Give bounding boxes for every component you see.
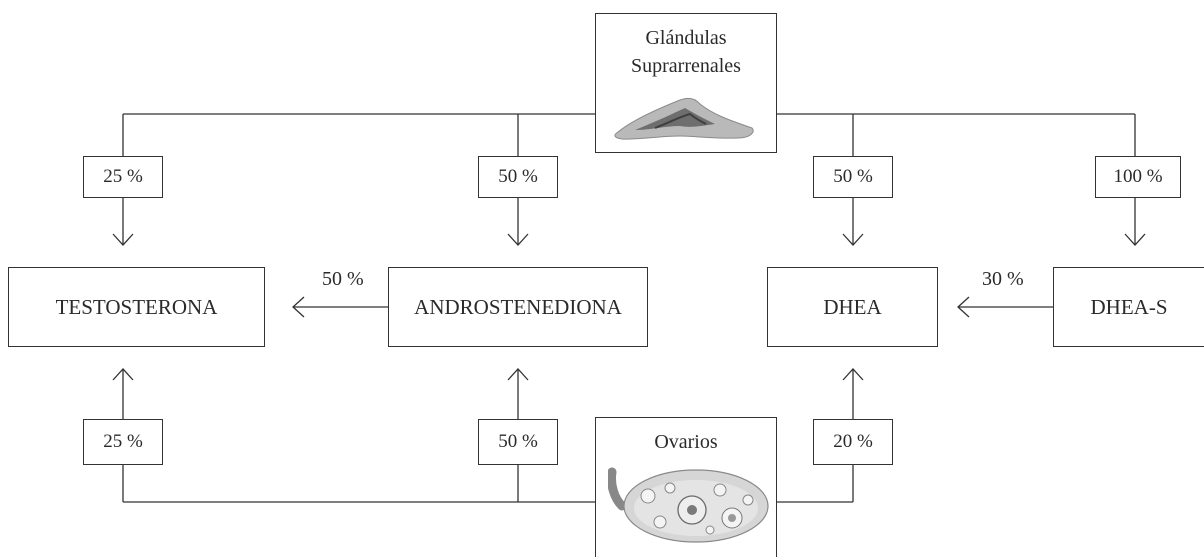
ovary-androstenediona-percent: 50 % bbox=[478, 419, 558, 465]
adrenal-dhea-percent: 50 % bbox=[813, 156, 893, 198]
arrowhead-up bbox=[112, 368, 134, 381]
arrowhead-up bbox=[507, 368, 529, 381]
androstenediona-box: ANDROSTENEDIONA bbox=[388, 267, 648, 347]
adrenal-glands-label: Glándulas Suprarrenales bbox=[631, 27, 741, 77]
ovary-dhea-percent: 20 % bbox=[813, 419, 893, 465]
testosterona-box: TESTOSTERONA bbox=[8, 267, 265, 347]
arrowhead-down bbox=[507, 233, 529, 246]
adrenal-testosterona-percent: 25 % bbox=[83, 156, 163, 198]
arrowhead-down bbox=[842, 233, 864, 246]
ovary-illustration bbox=[608, 467, 769, 543]
dhea-box: DHEA bbox=[767, 267, 938, 347]
conversion-dhea-s-dhea-percent: 30 % bbox=[982, 268, 1024, 290]
conversion-androstenediona-testosterona-percent: 50 % bbox=[322, 268, 364, 290]
arrowhead-down bbox=[1124, 233, 1146, 246]
adrenal-dhea-s-percent: 100 % bbox=[1095, 156, 1181, 198]
adrenal-androstenediona-percent: 50 % bbox=[478, 156, 558, 198]
dhea-s-box: DHEA-S bbox=[1053, 267, 1204, 347]
arrowhead-up bbox=[842, 368, 864, 381]
adrenal-gland-illustration bbox=[614, 97, 754, 140]
ovary-testosterona-percent: 25 % bbox=[83, 419, 163, 465]
arrowhead-down bbox=[112, 233, 134, 246]
ovaries-label: Ovarios bbox=[654, 431, 718, 453]
